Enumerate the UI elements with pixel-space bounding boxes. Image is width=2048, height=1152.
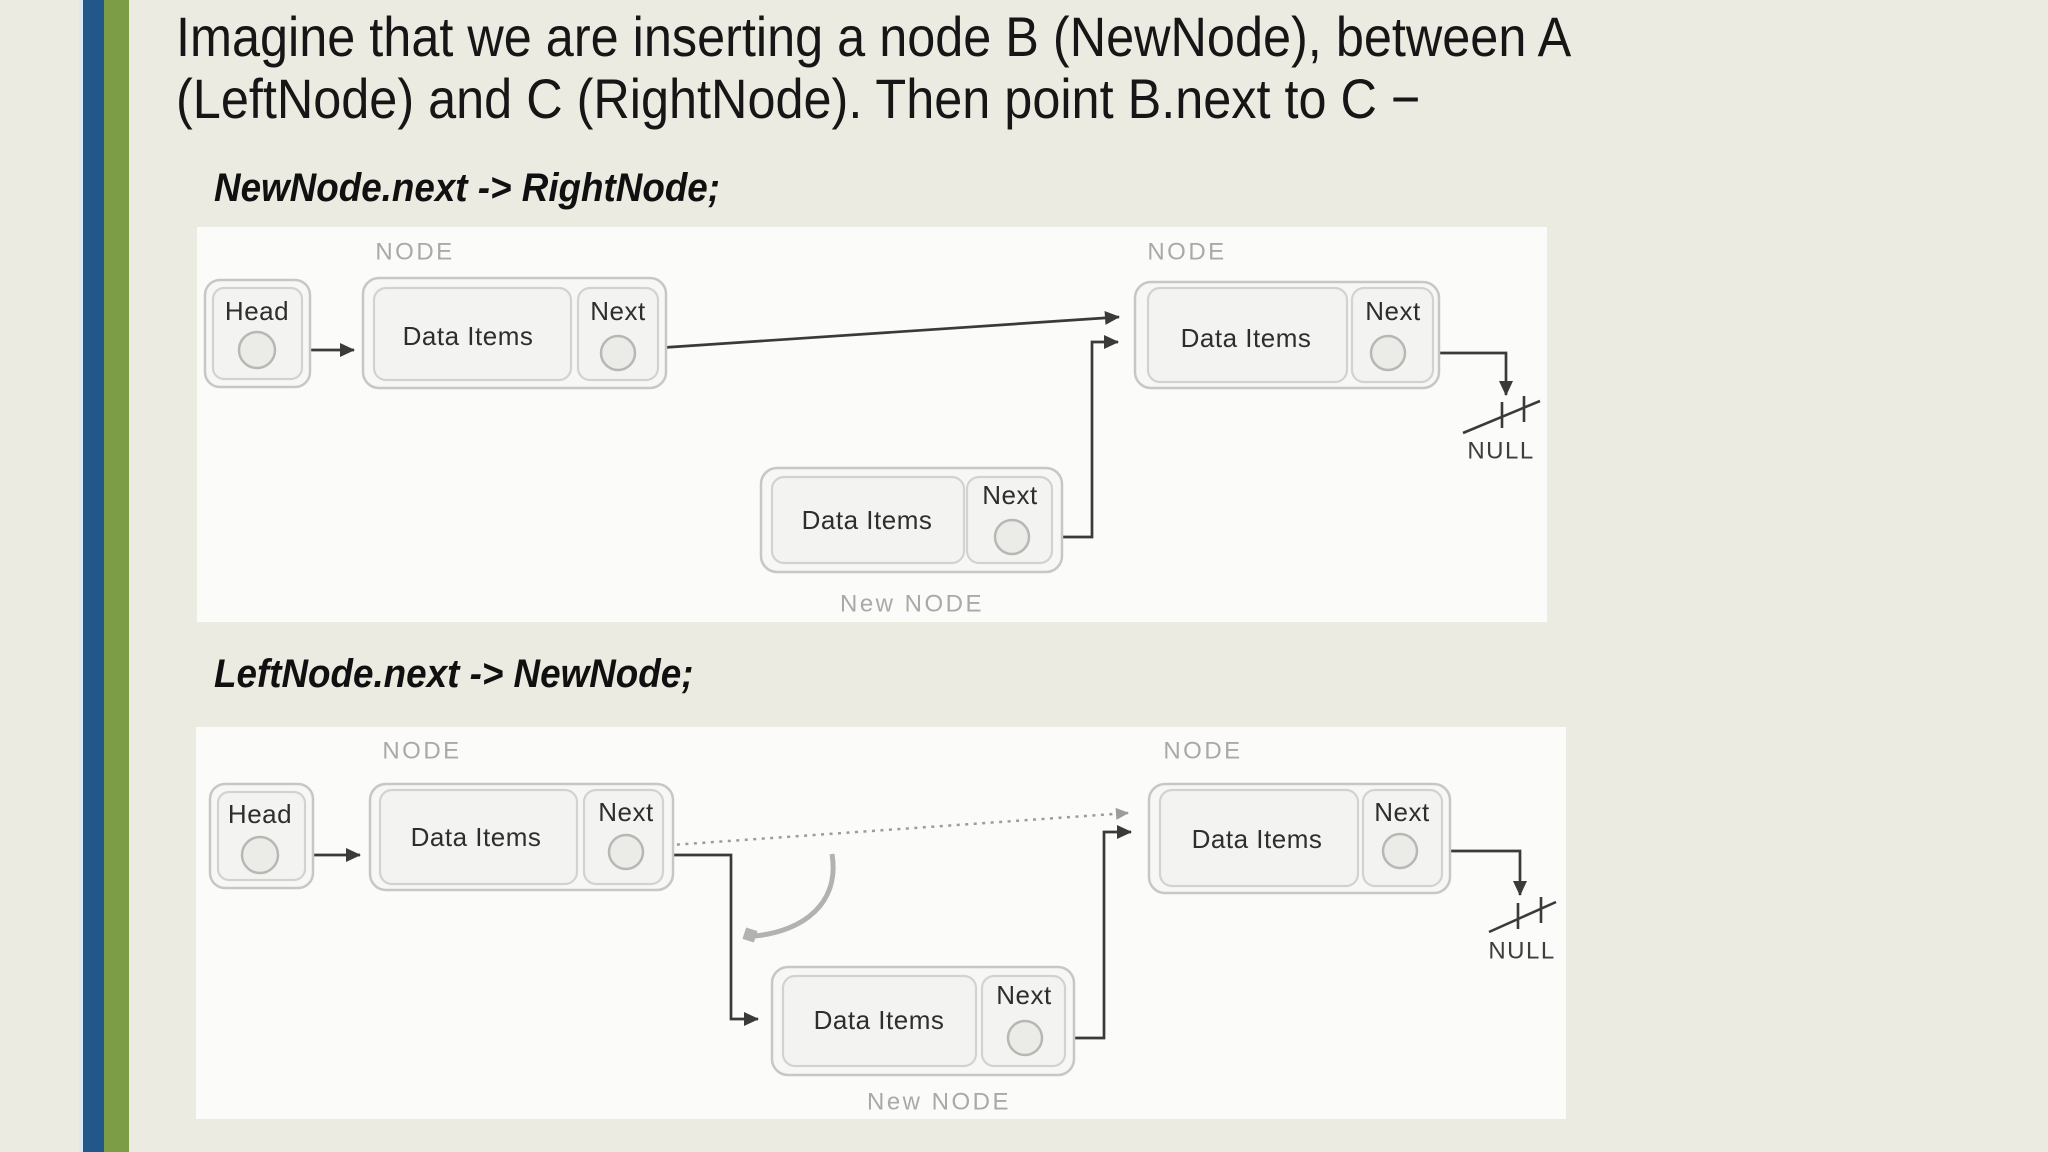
left-next-to-right-arrow [641,310,1120,351]
accent-bar-blue [83,0,104,1152]
left-node-caption: NODE [375,239,454,266]
right-node-next-dot [1369,334,1407,372]
left-node-next-dot [607,833,645,871]
new-node: Data Items Next [770,965,1076,1077]
left-node-next-label: Next [590,296,646,326]
new-node-next-dot [1006,1019,1044,1057]
right-node-next-label: Next [1365,296,1421,326]
diagram-2-svg: NODE NODE Head [208,738,1557,1116]
accent-bar-green [104,0,129,1152]
left-node: Data Items Next [361,276,668,390]
right-node-next-dot [1381,832,1419,870]
right-next-to-null-arrow [1418,849,1527,896]
head-pointer-dot [237,330,277,370]
new-node-next-dot [993,518,1031,556]
new-node-data-items: Data Items [802,505,933,535]
new-node: Data Items Next [759,466,1064,574]
left-node-data-items: Data Items [411,822,542,852]
left-next-to-newnode-arrow [644,853,759,1026]
code-statement-2: LeftNode.next -> NewNode; [214,652,694,696]
right-node-data-items: Data Items [1192,824,1323,854]
diagram-1-svg: NODE NODE Head Data Items [203,239,1541,618]
diagram-2-panel: NODE NODE Head [196,727,1566,1119]
null-symbol: NULL [1462,396,1541,465]
code-statement-1: NewNode.next -> RightNode; [214,166,721,210]
pointer-arrows [278,807,1527,1040]
null-label: NULL [1488,938,1555,965]
left-node-next-label: Next [598,797,654,827]
right-node-caption: NODE [1163,738,1242,765]
page-title: Imagine that we are inserting a node B (… [176,6,1726,130]
head-node: Head [203,278,312,389]
right-node-caption: NODE [1147,239,1226,266]
right-node-data-items: Data Items [1181,323,1312,353]
right-node: Data Items Next [1147,782,1452,895]
head-node: Head [208,782,315,890]
new-node-next-label: Next [996,980,1052,1010]
old-pointer-dotted-arrow [642,807,1129,849]
new-node-data-items: Data Items [814,1005,945,1035]
new-node-caption: New NODE [867,1089,1011,1116]
null-slash [1488,900,1557,934]
left-node-next-dot [599,334,637,372]
title-line-1: Imagine that we are inserting a node B (… [176,5,1572,68]
left-node-data-items: Data Items [403,321,534,351]
repoint-curve-arrow [754,853,836,939]
accent-bar-lightblue [79,0,83,1152]
new-node-next-label: Next [982,480,1038,510]
right-node: Data Items Next [1133,280,1441,390]
repoint-curve-cap [742,927,758,943]
left-node: Data Items Next [368,782,675,892]
null-label: NULL [1467,438,1534,465]
title-line-2: (LeftNode) and C (RightNode). Then point… [176,67,1421,130]
right-node-next-label: Next [1374,797,1430,827]
new-node-caption: New NODE [840,591,984,618]
left-node-caption: NODE [382,738,461,765]
head-label: Head [228,799,292,829]
null-symbol: NULL [1488,897,1557,965]
diagram-1-panel: NODE NODE Head Data Items [197,227,1547,622]
head-pointer-dot [240,835,280,875]
head-label: Head [225,296,289,326]
